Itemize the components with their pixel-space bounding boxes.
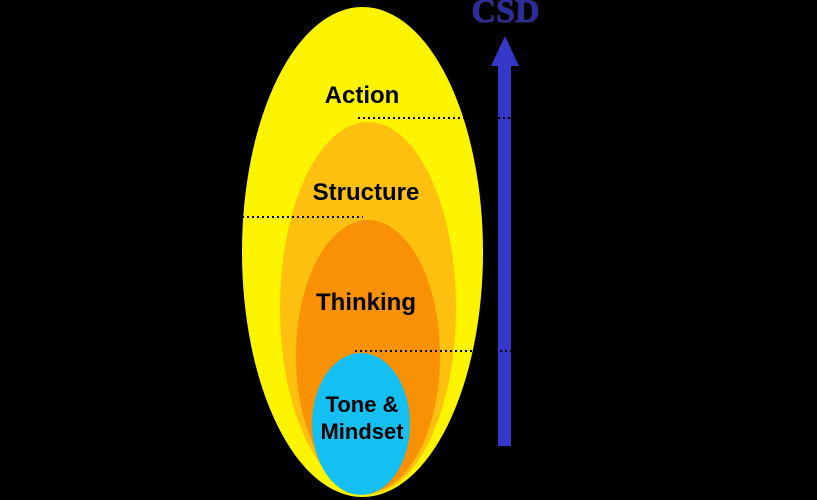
action-label: Action [324,82,400,109]
tone-mindset-label: Tone & Mindset [262,391,462,445]
structure-boundary-dotted-line [358,117,515,119]
csd-axis-title: CSD [471,0,540,30]
arrow-shaft [498,63,511,446]
tone-mindset-label-line2: Mindset [320,419,404,444]
arrow-up-icon [491,36,519,66]
tone-mindset-ellipse [312,353,410,495]
thinking-label: Thinking [316,289,416,316]
tone-mindset-boundary-dotted-line [355,350,515,352]
thinking-boundary-dotted-line [242,216,363,218]
tone-mindset-label-line1: Tone & [325,392,399,417]
structure-label: Structure [312,179,420,206]
